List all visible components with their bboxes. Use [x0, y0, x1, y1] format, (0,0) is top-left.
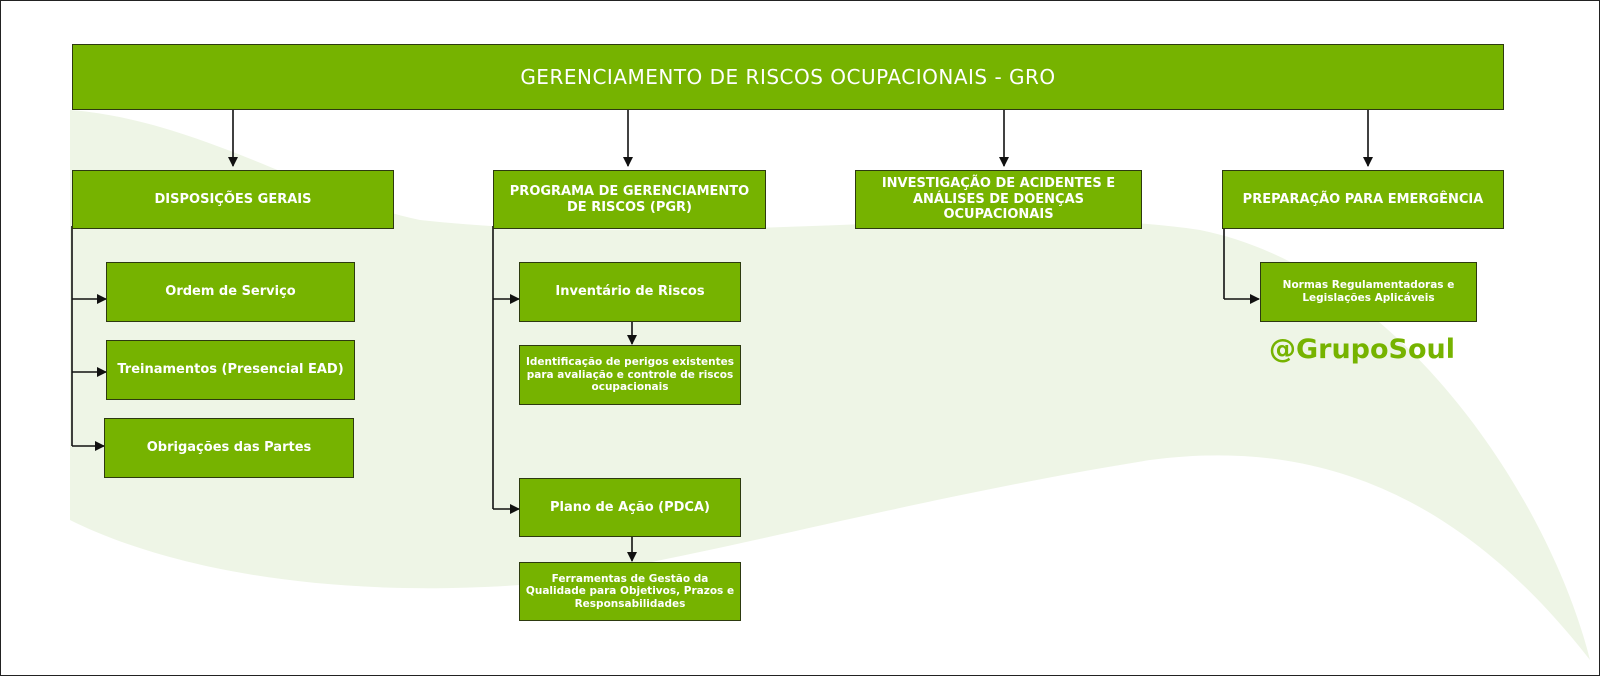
section-preparacao-emergencia: PREPARAÇÃO PARA EMERGÊNCIA — [1222, 170, 1504, 229]
item-obrigacoes-partes: Obrigações das Partes — [104, 418, 354, 478]
section-disposicoes-gerais: DISPOSIÇÕES GERAIS — [72, 170, 394, 229]
brand-handle: @GrupoSoul — [1268, 334, 1456, 365]
section-pgr: PROGRAMA DE GERENCIAMENTO DE RISCOS (PGR… — [493, 170, 766, 229]
item-identificacao-perigos: Identificação de perigos existentes para… — [519, 345, 741, 405]
background-swoosh — [70, 110, 1590, 660]
item-ordem-de-servico: Ordem de Serviço — [106, 262, 355, 322]
item-plano-de-acao: Plano de Ação (PDCA) — [519, 478, 741, 537]
item-ferramentas-gestao: Ferramentas de Gestão da Qualidade para … — [519, 562, 741, 621]
section-investigacao: INVESTIGAÇÃO DE ACIDENTES E ANÁLISES DE … — [855, 170, 1142, 229]
item-treinamentos: Treinamentos (Presencial EAD) — [106, 340, 355, 400]
item-normas-regulamentadoras: Normas Regulamentadoras e Legislações Ap… — [1260, 262, 1477, 322]
item-inventario-riscos: Inventário de Riscos — [519, 262, 741, 322]
root-title: GERENCIAMENTO DE RISCOS OCUPACIONAIS - G… — [72, 44, 1504, 110]
